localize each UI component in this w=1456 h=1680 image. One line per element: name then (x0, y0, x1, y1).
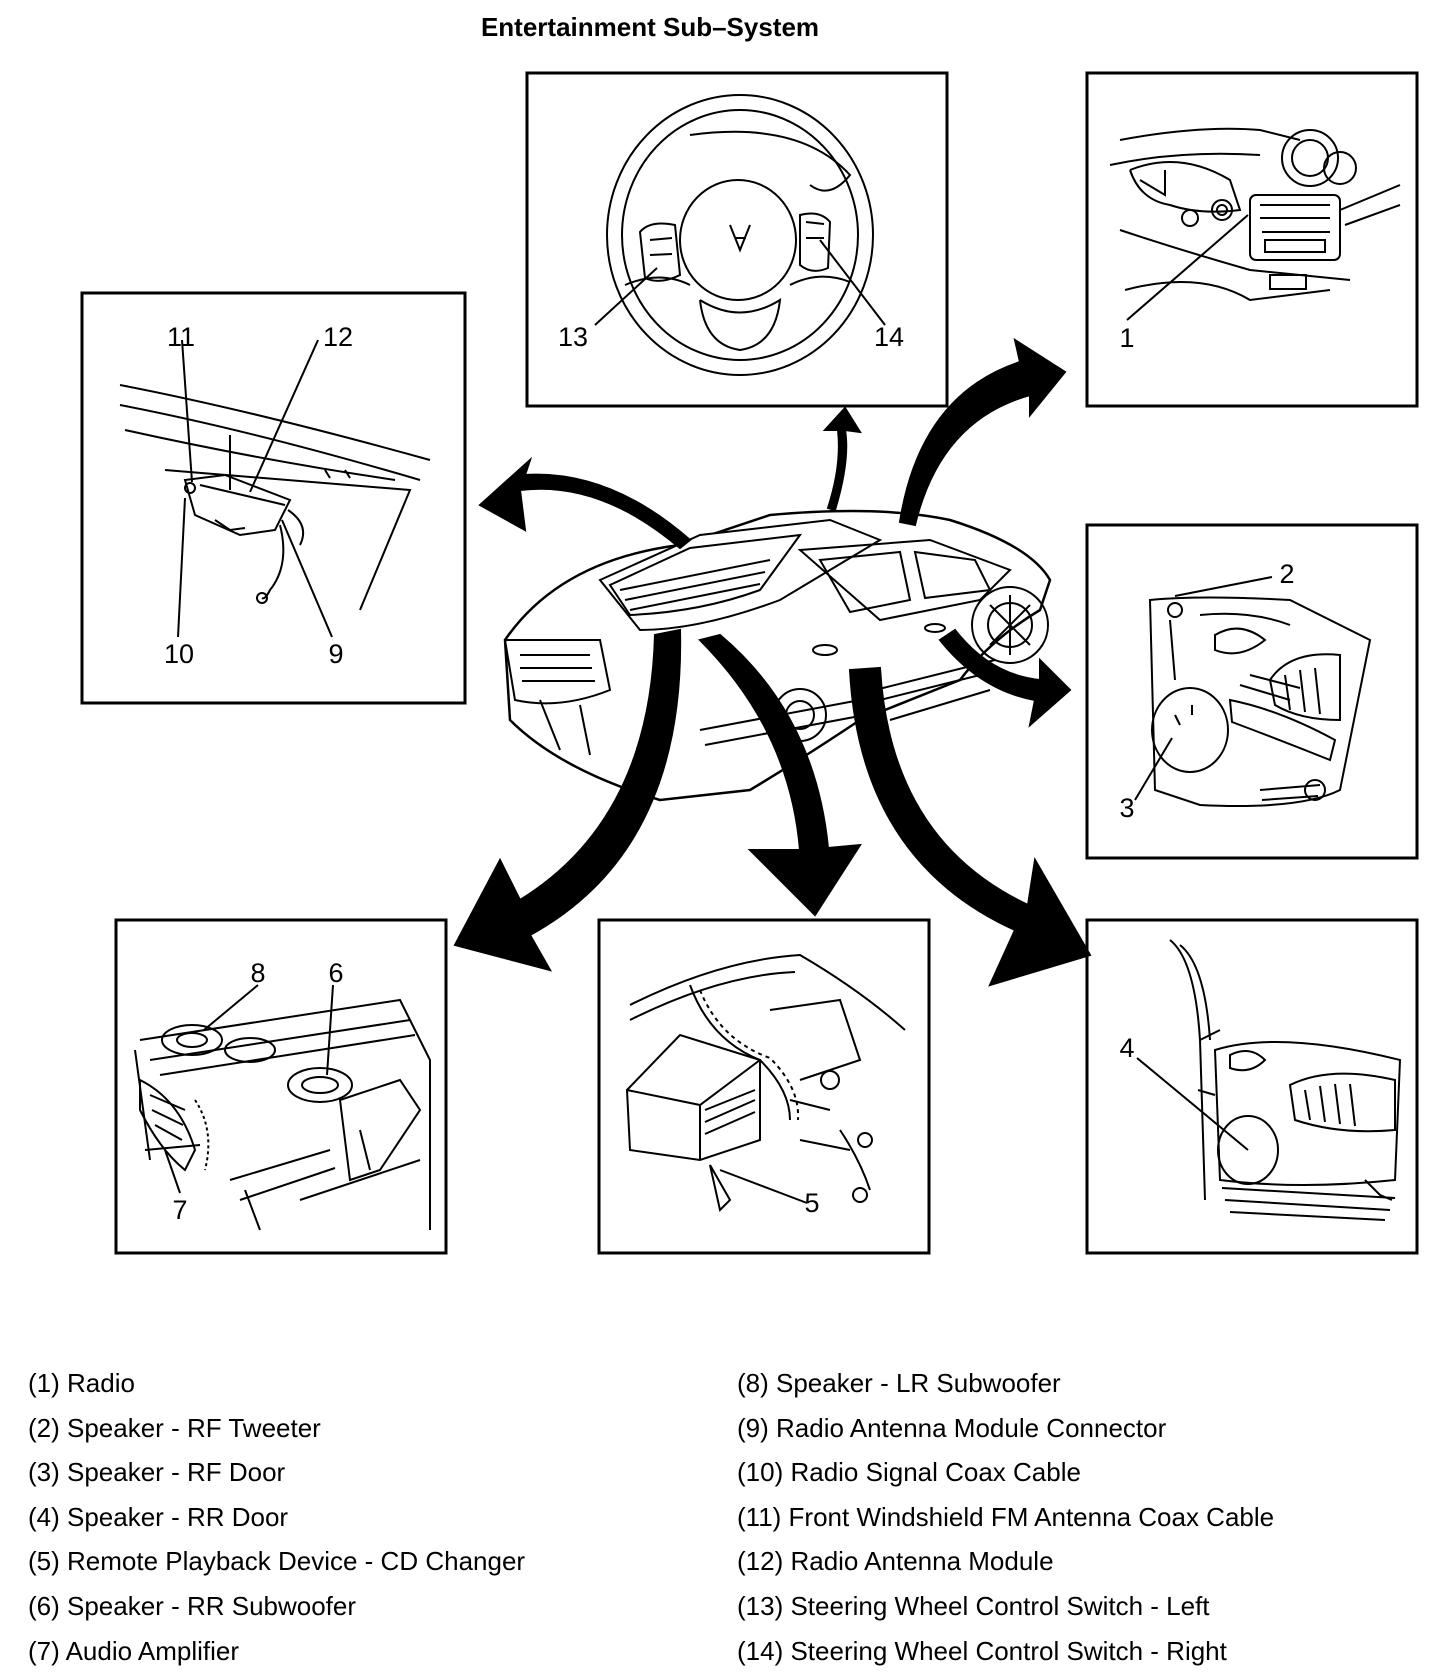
callout-5: 5 (804, 1188, 819, 1218)
callout-14: 14 (874, 322, 904, 352)
callout-9: 9 (328, 639, 343, 669)
callout-6: 6 (328, 958, 343, 988)
pointer-arrows (453, 337, 1092, 987)
car-illustration (503, 509, 1052, 802)
diagram-figure: 1 2 3 4 5 6 7 8 9 10 11 12 13 14 (80, 71, 1419, 1255)
arrow-to-cd-changer (698, 633, 862, 917)
legend-item: (2) Speaker - RF Tweeter (28, 1412, 321, 1443)
panel-radio (1085, 71, 1419, 408)
callout-10: 10 (164, 639, 194, 669)
callout-4: 4 (1119, 1033, 1134, 1063)
panel-amplifier (114, 918, 448, 1255)
legend-item: (4) Speaker - RR Door (28, 1501, 289, 1532)
legend-item: (6) Speaker - RR Subwoofer (28, 1590, 357, 1621)
arrow-to-amplifier (453, 628, 682, 972)
callout-12: 12 (323, 322, 353, 352)
callout-1: 1 (1119, 323, 1134, 353)
arrow-to-rear-door (848, 666, 1092, 987)
legend-item: (3) Speaker - RF Door (28, 1457, 286, 1488)
legend-item: (1) Radio (28, 1368, 135, 1398)
arrow-to-steering-wheel (822, 406, 862, 512)
legend-item: (9) Radio Antenna Module Connector (737, 1412, 1167, 1443)
legend-item: (5) Remote Playback Device - CD Changer (28, 1546, 526, 1577)
panel-steering-wheel (525, 71, 949, 408)
callout-labels: 1 2 3 4 5 6 7 8 9 10 11 12 13 14 (164, 322, 1295, 1225)
callout-3: 3 (1119, 793, 1134, 823)
legend-item: (13) Steering Wheel Control Switch - Lef… (737, 1590, 1210, 1621)
legend-item: (11) Front Windshield FM Antenna Coax Ca… (737, 1501, 1275, 1532)
arrow-to-radio (898, 337, 1067, 527)
callout-2: 2 (1279, 559, 1294, 589)
panel-antenna-module (80, 291, 467, 705)
legend-item: (10) Radio Signal Coax Cable (737, 1457, 1081, 1488)
arrow-to-front-door (938, 628, 1072, 728)
callout-11: 11 (167, 322, 195, 352)
callout-8: 8 (250, 958, 265, 988)
callout-13: 13 (558, 322, 588, 352)
arrow-to-antenna (478, 456, 692, 550)
panel-cd-changer (597, 918, 931, 1255)
panel-front-door (1085, 523, 1419, 860)
legend-item: (12) Radio Antenna Module (737, 1546, 1054, 1577)
callout-7: 7 (172, 1195, 187, 1225)
legend-item: (7) Audio Amplifier (28, 1635, 239, 1666)
diagram-title: Entertainment Sub–System (480, 12, 820, 42)
legend-right-column: (8) Speaker - LR Subwoofer (9) Radio Ant… (737, 1368, 1274, 1680)
legend-left-column: (1) Radio (2) Speaker - RF Tweeter (3) S… (28, 1368, 525, 1680)
legend-item: (14) Steering Wheel Control Switch - Rig… (737, 1635, 1227, 1666)
legend-item: (8) Speaker - LR Subwoofer (737, 1368, 1061, 1398)
panel-rear-door (1085, 918, 1419, 1255)
